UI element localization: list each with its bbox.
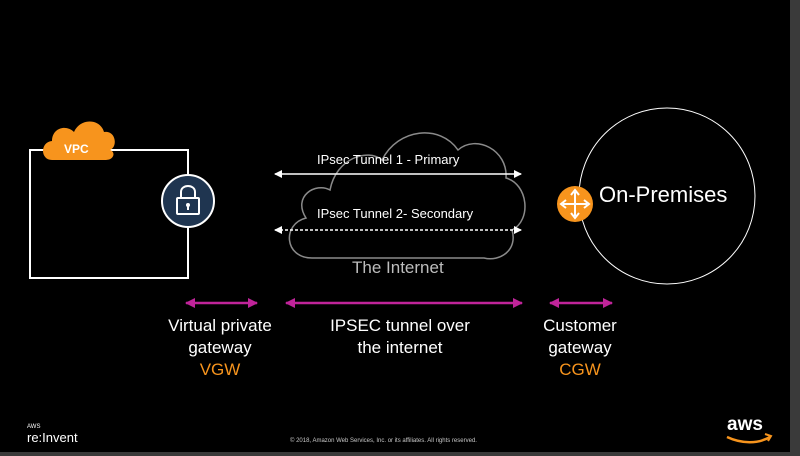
event-small-label: AWS (27, 424, 41, 430)
vgw-caption: Virtual private gateway VGW (145, 315, 295, 381)
lock-icon (161, 174, 215, 228)
cloud-badge-icon (43, 121, 115, 160)
tunnel-2-label: IPsec Tunnel 2- Secondary (317, 206, 474, 221)
vgw-caption-line1: Virtual private (168, 316, 272, 335)
tunnel-caption-line1: IPSEC tunnel over (330, 316, 470, 335)
tunnel-1-label: IPsec Tunnel 1 - Primary (317, 152, 460, 167)
window-edge-right (790, 0, 800, 456)
vpc-badge-label: VPC (64, 142, 89, 156)
aws-smile-icon (726, 435, 771, 444)
cgw-caption-line2: gateway (548, 338, 612, 357)
diagram-canvas (29, 107, 773, 444)
aws-smile-arrow (764, 433, 773, 442)
slide: VPC IPsec Tunnel 1 - Primary IPsec Tunne… (27, 107, 773, 445)
tunnel-caption-line2: the internet (357, 338, 443, 357)
router-icon (557, 186, 593, 222)
copyright: © 2018, Amazon Web Services, Inc. or its… (290, 438, 477, 444)
cgw-caption: Customer gateway CGW (520, 315, 640, 381)
vgw-accent: VGW (199, 360, 241, 379)
event-logo: re:Invent (27, 430, 78, 445)
vgw-caption-line2: gateway (188, 338, 252, 357)
tunnel-caption: IPSEC tunnel over the internet (310, 315, 490, 359)
cloud-icon (288, 132, 526, 260)
vpc-box (29, 149, 189, 279)
onprem-label: On-Premises (599, 182, 728, 207)
window-edge-bottom (0, 452, 800, 456)
internet-label: The Internet (352, 258, 444, 277)
cgw-accent: CGW (559, 360, 601, 379)
aws-logo: aws (727, 414, 763, 435)
cgw-caption-line1: Customer (543, 316, 617, 335)
